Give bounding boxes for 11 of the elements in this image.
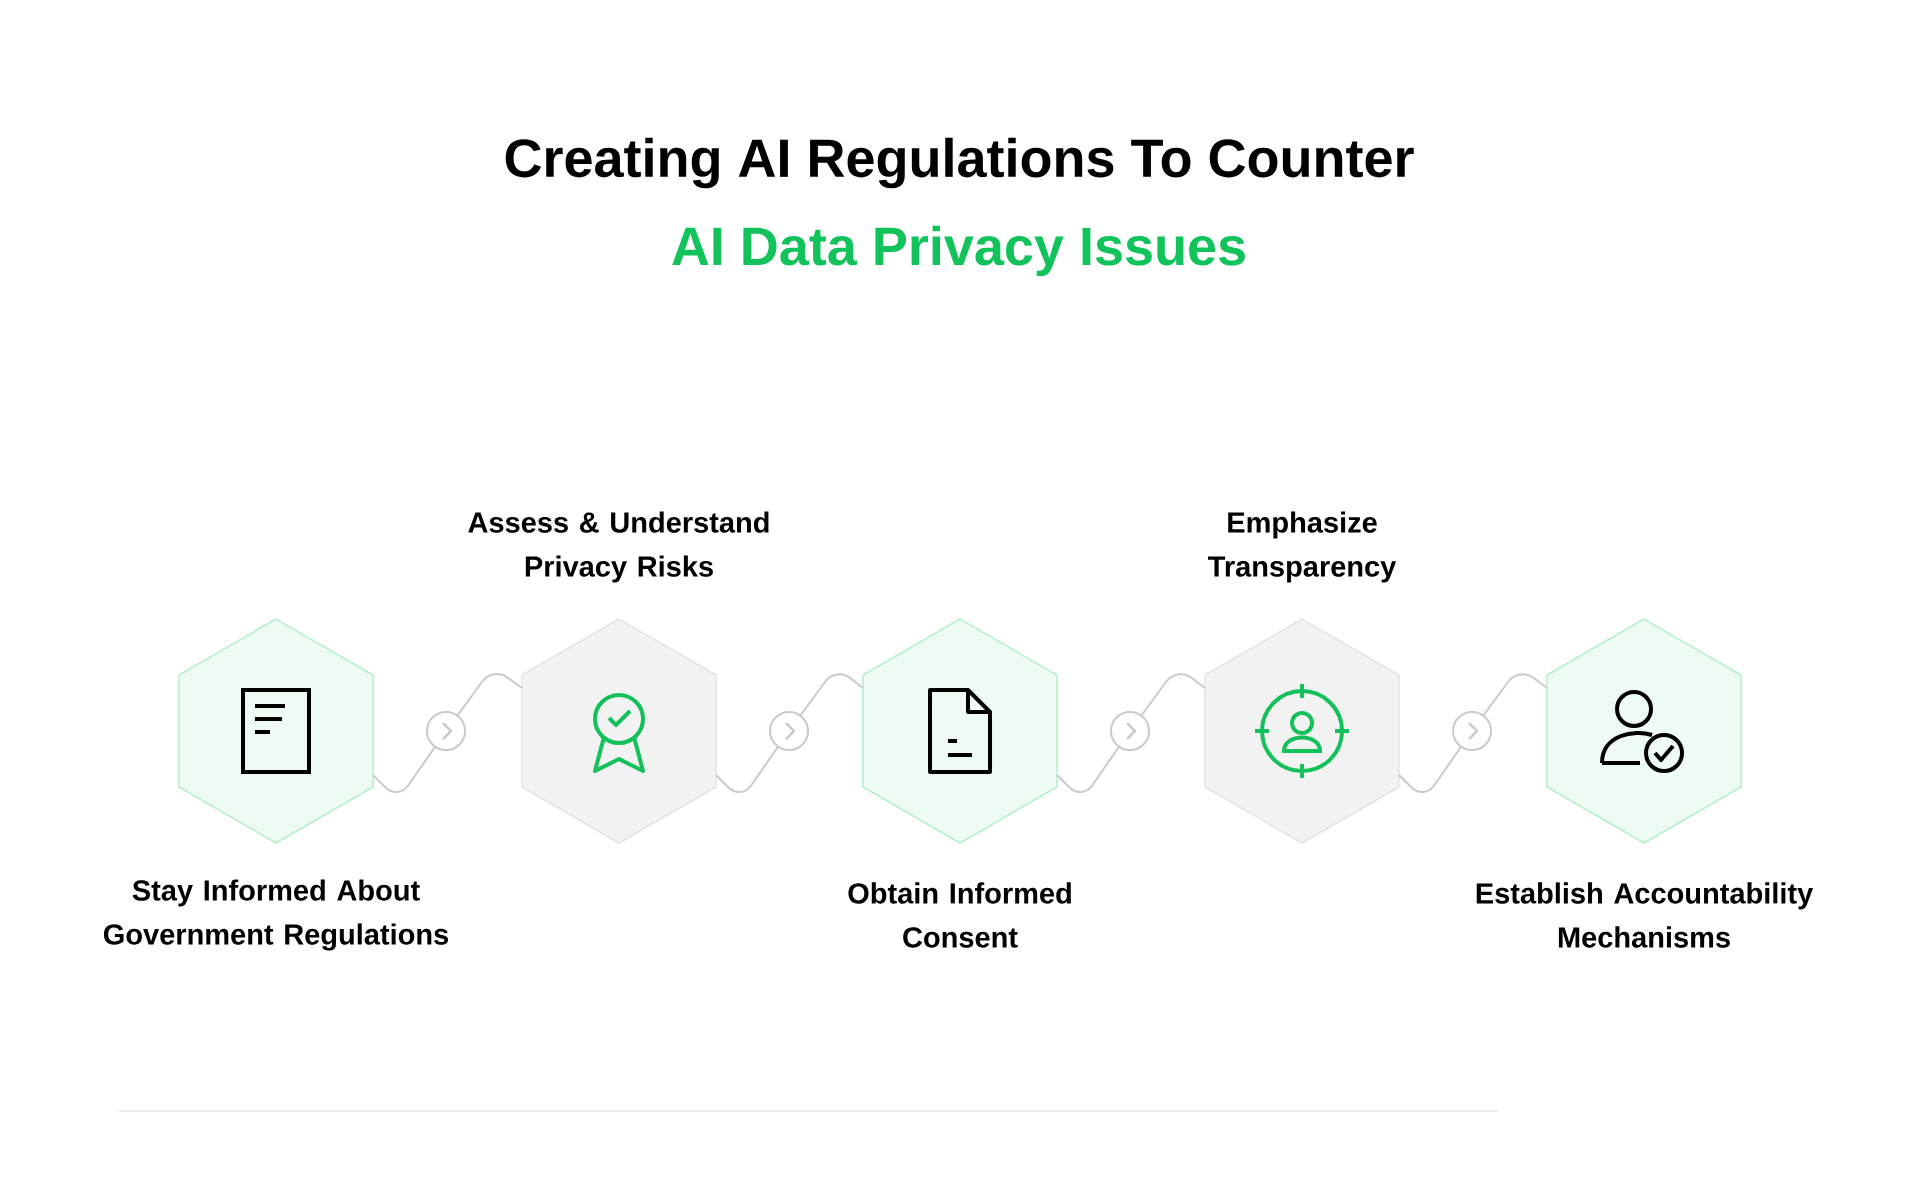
- connector-arrow: [1056, 673, 1206, 793]
- connector-arrow: [372, 673, 523, 793]
- step-label: Establish Accountability Mechanisms: [1476, 882, 1814, 948]
- subtitle: AI Data Privacy Issues: [672, 225, 1245, 277]
- step-label: Emphasize Transparency: [1208, 511, 1397, 583]
- step-label: Assess & Understand Privacy Risks: [468, 511, 769, 583]
- connector-arrow: [1398, 673, 1548, 793]
- title: Creating AI Regulations To Counter: [505, 137, 1414, 189]
- step-label: Stay Informed About Government Regulations: [104, 879, 449, 951]
- step-label: Obtain Informed Consent: [848, 882, 1071, 948]
- connector-arrow: [715, 673, 864, 793]
